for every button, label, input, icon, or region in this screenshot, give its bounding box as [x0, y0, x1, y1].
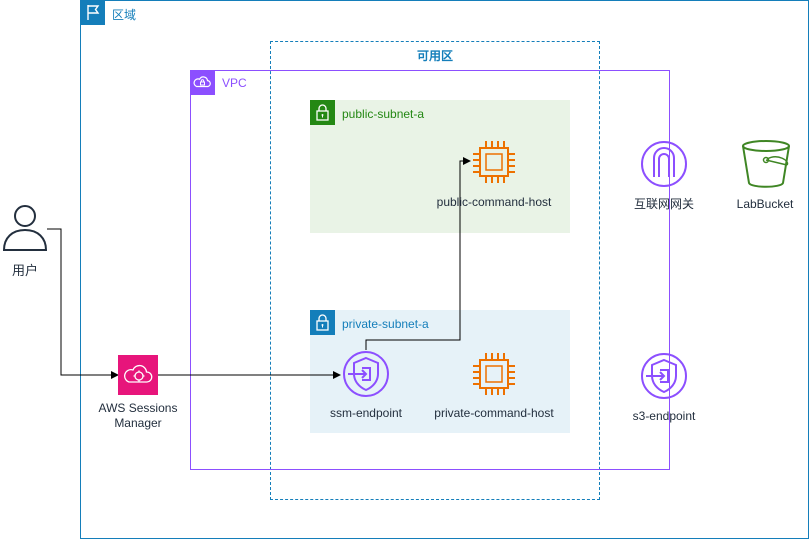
- public-command-host-ec2-icon: [470, 138, 518, 186]
- public-subnet-label: public-subnet-a: [342, 107, 425, 121]
- ssm-endpoint-icon: [342, 350, 390, 398]
- s3-endpoint-label: s3-endpoint: [632, 409, 696, 423]
- internet-gateway-icon: [640, 140, 688, 188]
- region-label: 区域: [112, 8, 137, 22]
- user-label: 用户: [11, 263, 38, 278]
- region-flag-icon: [80, 0, 105, 25]
- s3-bucket-icon: [740, 138, 792, 190]
- public-subnet-lock-icon: [310, 100, 335, 125]
- user-icon: [2, 203, 48, 253]
- connector-ssm-endpoint-to-public-host: [365, 157, 471, 350]
- vpc-group: [190, 70, 670, 470]
- public-command-host-label: public-command-host: [436, 195, 552, 209]
- connector-user-to-ssm-manager: [47, 228, 119, 379]
- ssm-endpoint-label: ssm-endpoint: [329, 406, 403, 420]
- ssm-manager-icon: [118, 355, 158, 395]
- ssm-manager-label: AWS Sessions Manager: [98, 401, 178, 430]
- public-subnet-group: [310, 100, 570, 233]
- vpc-cloud-icon: [190, 70, 215, 95]
- s3-bucket-label: LabBucket: [736, 197, 794, 211]
- s3-endpoint-icon: [640, 352, 688, 400]
- region-group: [80, 0, 809, 539]
- vpc-label: VPC: [222, 76, 247, 90]
- private-subnet-label: private-subnet-a: [342, 317, 429, 331]
- availability-zone-label: 可用区: [416, 49, 453, 63]
- internet-gateway-label: 互联网网关: [633, 197, 694, 211]
- availability-zone-group: [270, 41, 600, 500]
- private-command-host-ec2-icon: [470, 350, 518, 398]
- private-command-host-label: private-command-host: [434, 406, 554, 420]
- private-subnet-lock-icon: [310, 310, 335, 335]
